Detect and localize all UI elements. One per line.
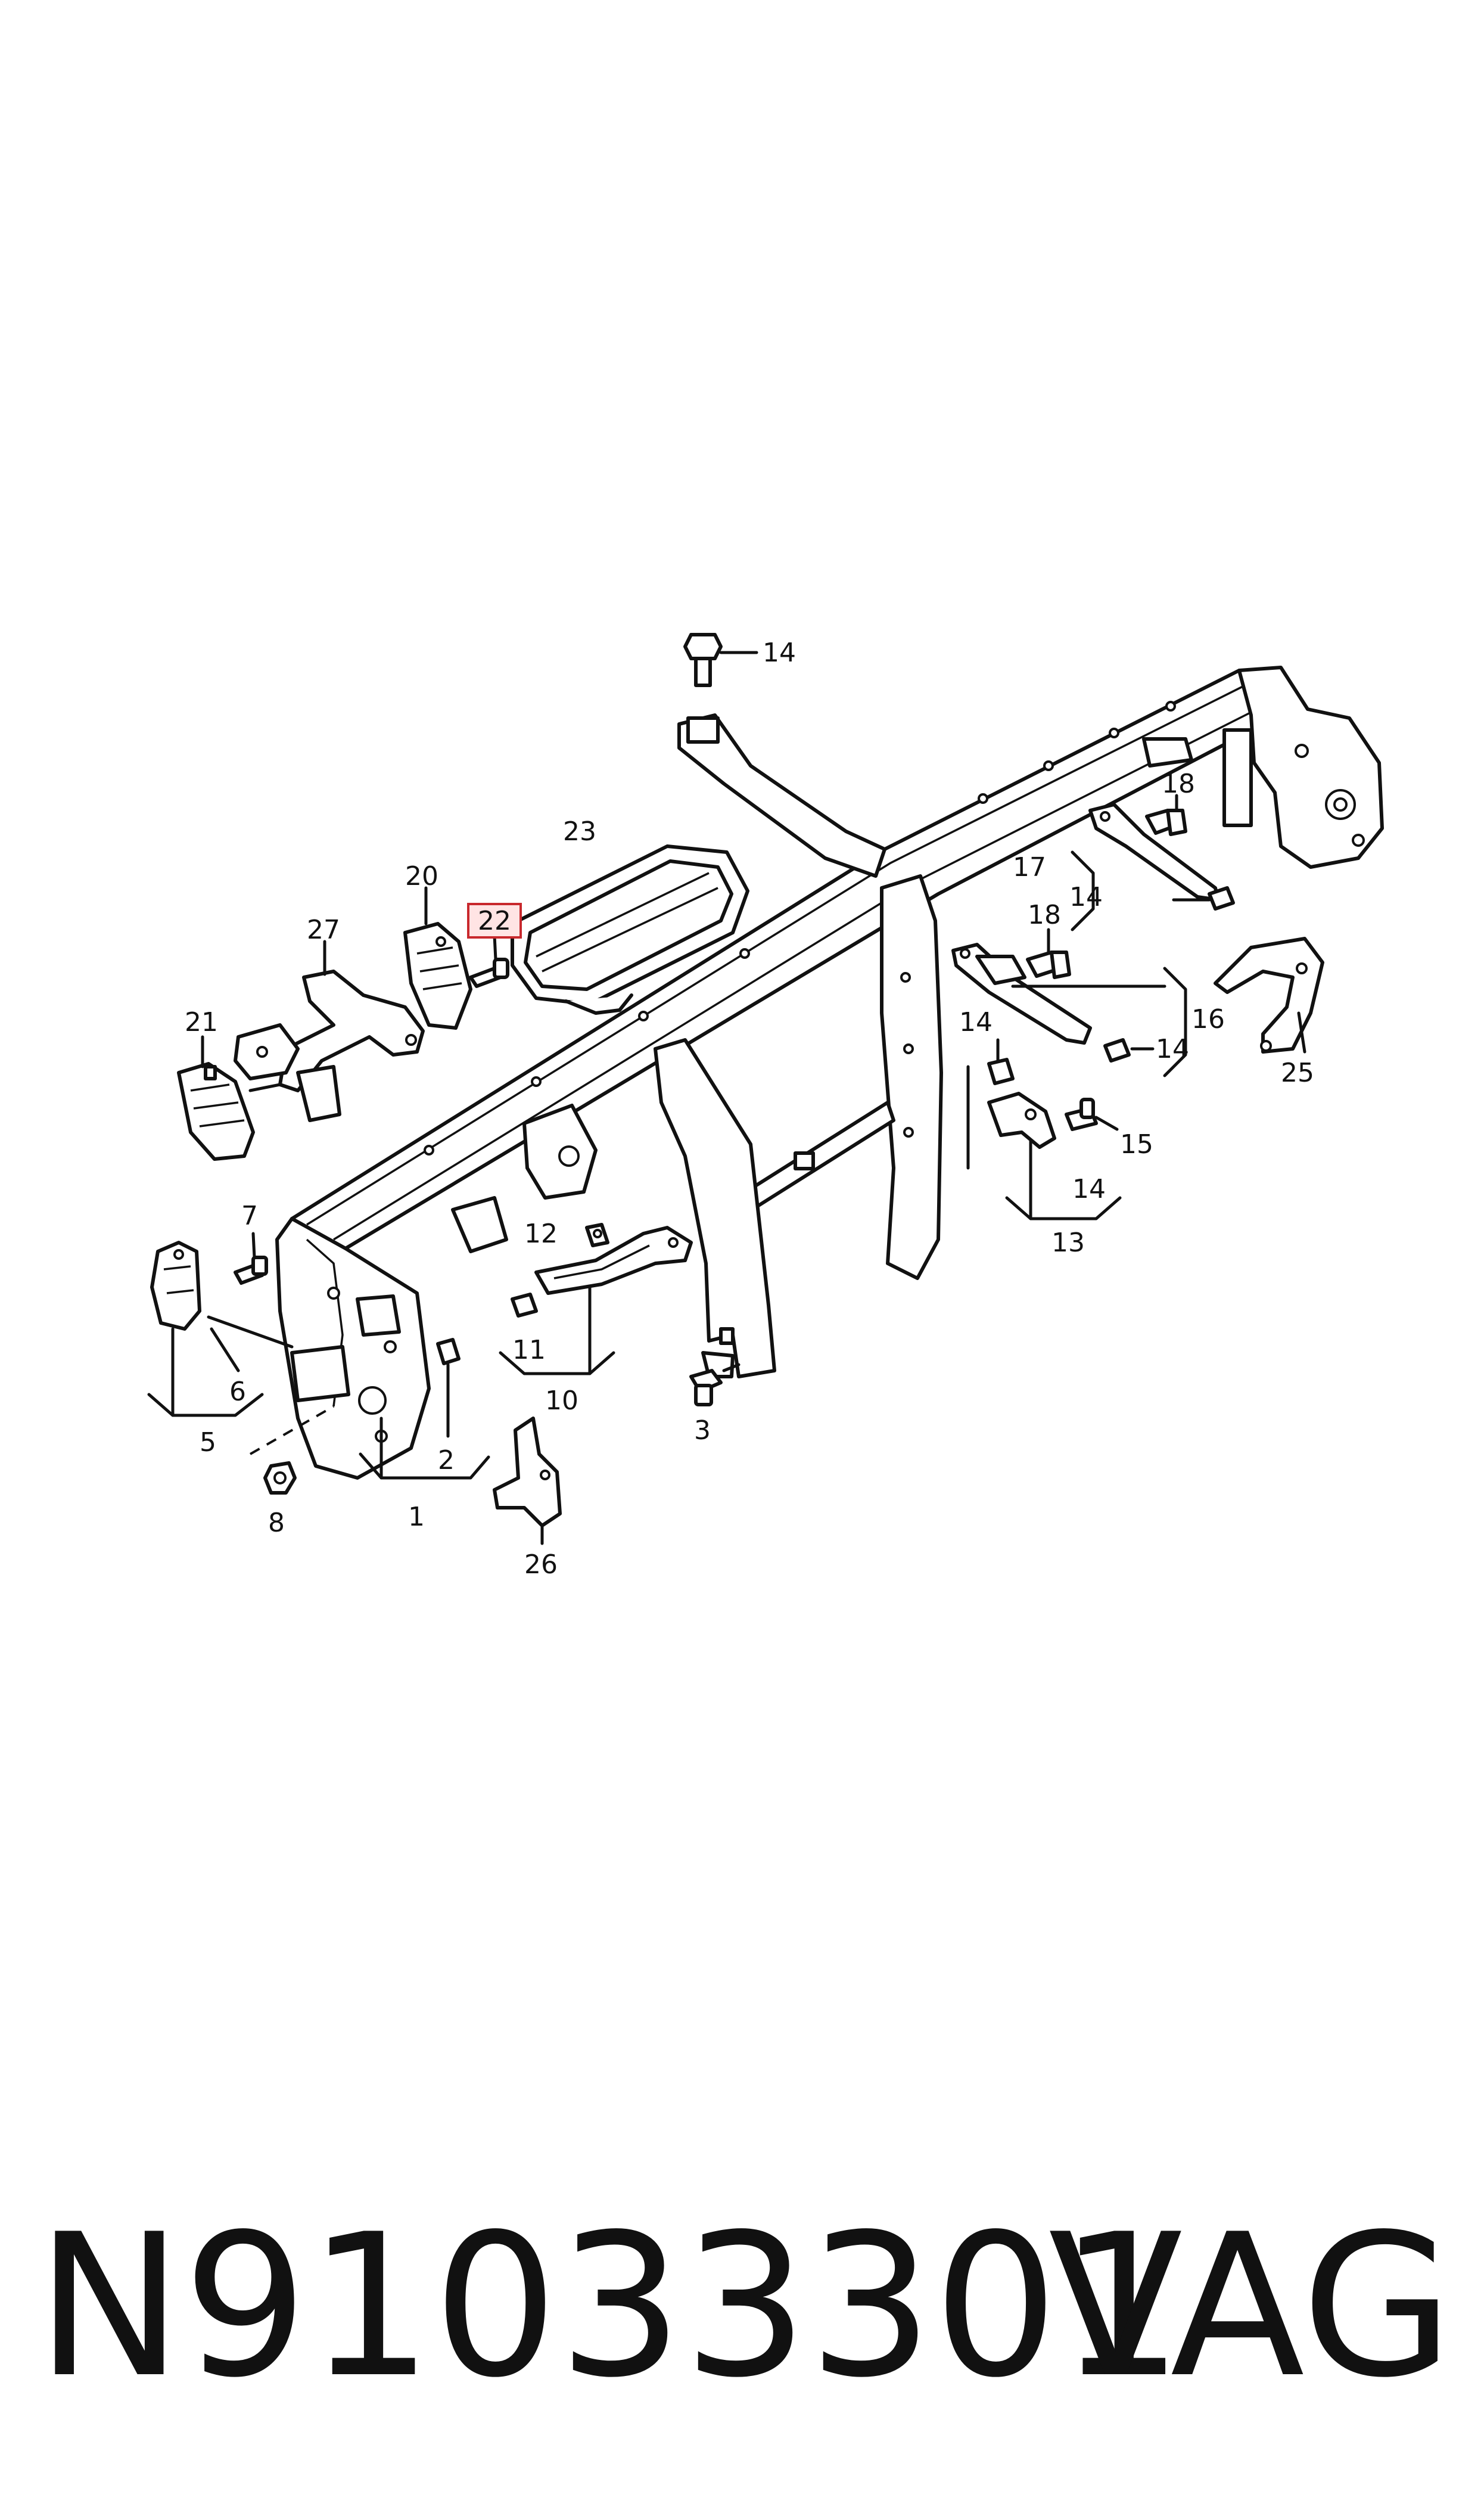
callout-5: 5 (200, 1427, 216, 1458)
callout-2: 2 (438, 1445, 455, 1476)
callout-3: 3 (694, 1415, 711, 1446)
callouts: 14 23 20 22 27 21 18 17 14 18 16 14 14 2… (185, 638, 1314, 1580)
callout-11: 11 (512, 1335, 546, 1365)
bracket-27 (234, 940, 425, 1122)
callout-22-highlight (467, 903, 522, 939)
callout-17: 17 (1013, 852, 1046, 883)
callout-8: 8 (268, 1508, 285, 1538)
callout-13: 13 (1051, 1228, 1085, 1258)
bracket-26 (493, 1417, 562, 1545)
bracket-20 (403, 886, 472, 1030)
callout-4: 14 (763, 638, 796, 668)
callout-12: 12 (524, 1219, 558, 1249)
bracket-5 (150, 1241, 294, 1372)
clip-14-a (1172, 886, 1235, 911)
bolt-7 (234, 1232, 268, 1285)
callout-14-b: 14 (1156, 1034, 1189, 1064)
screw-12 (585, 1223, 609, 1247)
nut-8 (263, 1461, 297, 1495)
footer: N91033301 VAG (36, 2199, 1454, 2414)
bolt-3 (689, 1363, 741, 1406)
callout-10: 10 (545, 1386, 578, 1416)
part-number: N91033301 (36, 2192, 1184, 2421)
callout-6: 6 (229, 1377, 246, 1407)
callout-26: 26 (524, 1549, 558, 1580)
callout-27: 27 (307, 915, 340, 945)
callout-18-lower: 18 (1028, 900, 1061, 930)
clip-2 (436, 1338, 461, 1438)
callout-16: 16 (1191, 1004, 1225, 1035)
callout-1: 1 (408, 1502, 425, 1532)
callout-18-upper: 18 (1162, 769, 1195, 799)
callout-21: 21 (185, 1007, 218, 1038)
clip-14-b (1103, 1038, 1155, 1063)
callout-20: 20 (405, 861, 438, 892)
bracket-25 (1214, 937, 1324, 1054)
bolt-4 (683, 633, 758, 687)
bracket-13 (987, 1092, 1119, 1149)
callout-14-c: 14 (959, 1007, 993, 1038)
callout-7: 7 (241, 1201, 258, 1231)
bolt-18-lower (1026, 928, 1071, 979)
callout-15: 15 (1120, 1129, 1153, 1160)
callout-14-a: 14 (1069, 882, 1103, 912)
air-duct (511, 844, 749, 1015)
leader-lines (147, 850, 1187, 1480)
clip-14-c (987, 1038, 1015, 1085)
callout-14-d: 14 (1072, 1174, 1106, 1204)
callout-23: 23 (563, 816, 596, 847)
cross-member (275, 666, 1384, 1480)
bolt-18-upper (1145, 794, 1187, 836)
callout-25: 25 (1281, 1058, 1314, 1088)
screw-22 (469, 934, 509, 988)
bracket-16 (951, 943, 1092, 1045)
callout-22: 22 (478, 906, 511, 936)
bracket-21 (177, 1035, 255, 1161)
brand-name: VAG (1048, 2192, 1454, 2421)
bracket-10 (511, 1226, 693, 1318)
